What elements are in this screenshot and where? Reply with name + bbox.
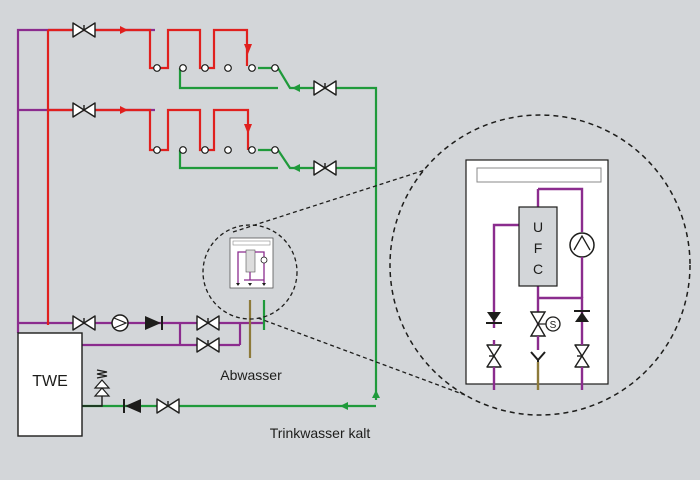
circulation-pump-icon <box>111 314 129 332</box>
shutoff-valve-icon <box>313 80 337 96</box>
check-valve-icon <box>144 315 163 331</box>
shutoff-valve-icon <box>196 315 220 331</box>
shutoff-valve-icon <box>313 160 337 176</box>
ufc-letter-u: U <box>533 219 543 235</box>
check-valve-icon <box>574 310 590 322</box>
twe-label: TWE <box>32 373 68 390</box>
flow-arrows <box>120 26 380 410</box>
ufc-letter-c: C <box>533 261 543 277</box>
drain-funnel-icon <box>530 351 546 362</box>
abwasser-label: Abwasser <box>220 367 282 383</box>
ufc-letter-f: F <box>534 240 543 256</box>
shutoff-valve-icon <box>72 102 96 118</box>
trinkwasser-label: Trinkwasser kalt <box>270 425 371 441</box>
station-detail-zoom: U F C S <box>389 114 691 416</box>
circulation-pipes <box>16 28 264 347</box>
solenoid-s-mark: S <box>550 320 557 331</box>
shutoff-valve-icon <box>72 22 96 38</box>
shutoff-valve-icon <box>196 337 220 353</box>
check-valve-icon <box>123 398 142 414</box>
loop-connectors <box>153 64 279 154</box>
zoom-connector-lines <box>232 169 466 396</box>
shutoff-valve-icon <box>156 398 180 414</box>
ufc-module <box>518 206 558 287</box>
check-valve-icon <box>486 312 502 324</box>
solenoid-valve-icon: S <box>529 311 561 337</box>
circulation-pump-icon <box>569 232 595 258</box>
hot-supply-pipes <box>46 28 250 325</box>
station-small <box>202 224 298 320</box>
twe-unit: TWE <box>17 332 83 437</box>
safety-valve-icon <box>82 369 111 407</box>
shutoff-valve-icon <box>72 315 96 331</box>
